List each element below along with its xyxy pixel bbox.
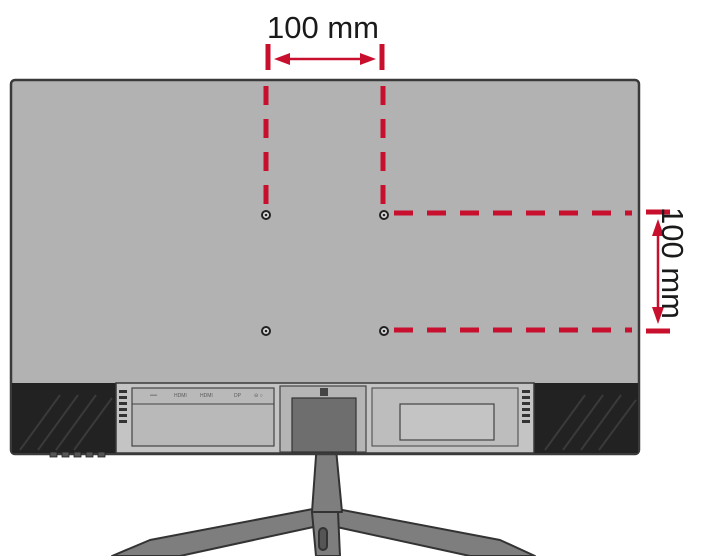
arrowhead-right xyxy=(360,53,376,65)
port-label-hdmi-1: HDMI xyxy=(174,393,187,399)
port-label-1: ══ xyxy=(150,393,158,399)
port-label-hdmi-2: HDMI xyxy=(200,393,213,399)
stand-leg-right xyxy=(331,507,536,556)
arrowhead-top xyxy=(652,219,664,236)
vertical-dimension xyxy=(394,209,670,334)
monitor-bottom-section xyxy=(12,382,638,458)
horizontal-dimension xyxy=(263,44,386,204)
horizontal-dimension-label: 100 mm xyxy=(267,10,379,45)
vertical-dimension-label: 100 mm xyxy=(655,207,690,319)
port-panel xyxy=(131,387,275,447)
rear-label-box xyxy=(399,403,495,441)
arrowhead-bottom xyxy=(652,307,664,324)
monitor-back-panel xyxy=(9,78,641,456)
stand-neck-slot xyxy=(318,527,328,551)
port-label-dp: DP xyxy=(234,393,241,399)
port-label-audio: ⊖ ○ xyxy=(254,393,263,399)
stand-mount-block xyxy=(291,397,357,453)
arrowhead-left xyxy=(274,53,290,65)
stand-leg-left xyxy=(111,507,319,556)
bottom-left-dark xyxy=(12,383,116,453)
